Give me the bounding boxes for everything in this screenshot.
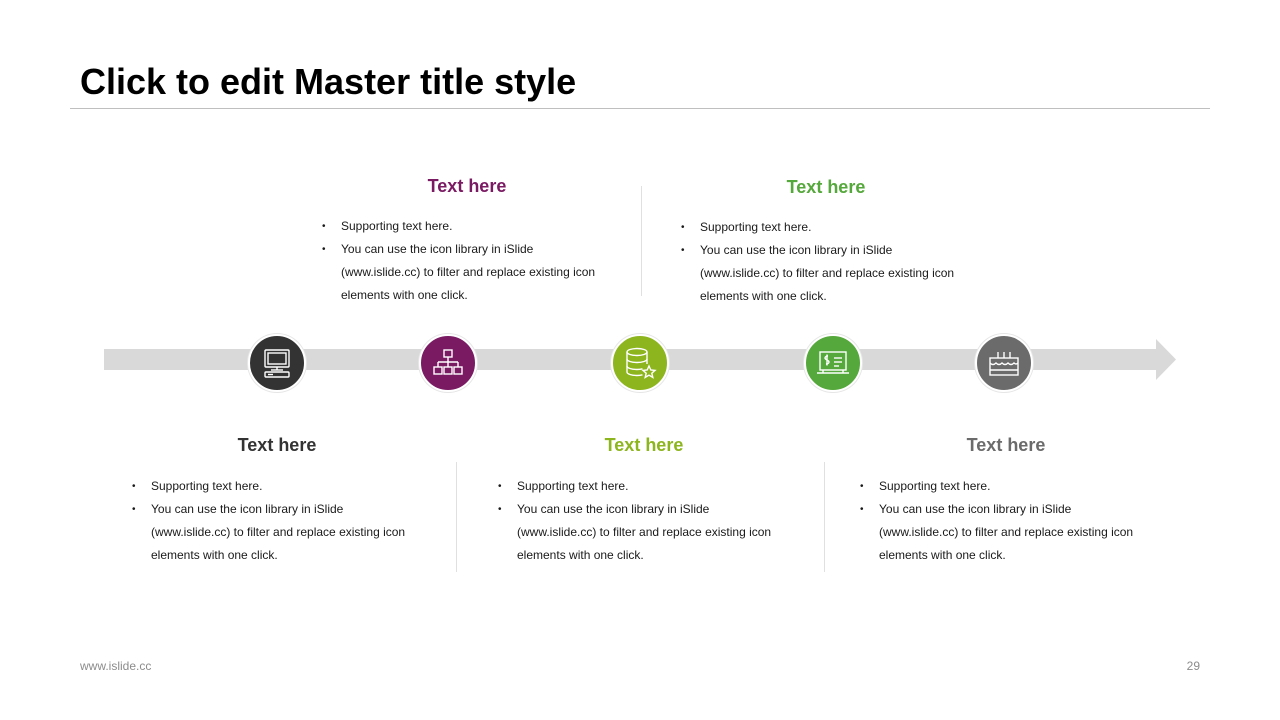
- block-2-bullet-1[interactable]: Supporting text here.: [681, 216, 971, 239]
- block-2-bullet-2[interactable]: You can use the icon library in iSlide (…: [681, 239, 971, 308]
- timeline-node-1[interactable]: [248, 334, 306, 392]
- cake-icon: [989, 352, 1019, 376]
- timeline-node-2[interactable]: [419, 334, 477, 392]
- block-4-bullets: Supporting text here. You can use the ic…: [498, 475, 788, 567]
- title-divider: [70, 108, 1210, 109]
- block-4-bullet-2[interactable]: You can use the icon library in iSlide (…: [498, 498, 788, 567]
- block-4-heading[interactable]: Text here: [604, 435, 684, 455]
- block-5-heading[interactable]: Text here: [966, 435, 1046, 455]
- block-5-bullets: Supporting text here. You can use the ic…: [860, 475, 1150, 567]
- block-3-bullet-1[interactable]: Supporting text here.: [132, 475, 422, 498]
- timeline-node-4[interactable]: [804, 334, 862, 392]
- timeline-arrow-head: [1156, 339, 1176, 380]
- database-star-icon: [626, 347, 657, 379]
- footer-url[interactable]: www.islide.cc: [80, 659, 152, 673]
- top-divider: [641, 186, 642, 296]
- block-4-bullet-1[interactable]: Supporting text here.: [498, 475, 788, 498]
- block-1-bullet-2[interactable]: You can use the icon library in iSlide (…: [322, 238, 612, 307]
- block-2-heading[interactable]: Text here: [786, 177, 866, 197]
- block-3-bullet-2[interactable]: You can use the icon library in iSlide (…: [132, 498, 422, 567]
- hierarchy-icon: [433, 349, 463, 375]
- block-1-heading[interactable]: Text here: [427, 176, 507, 196]
- computer-icon: [264, 349, 290, 378]
- finance-board-icon: [817, 351, 849, 374]
- block-1-bullet-1[interactable]: Supporting text here.: [322, 215, 612, 238]
- bottom-divider-2: [824, 462, 825, 572]
- block-5-bullet-2[interactable]: You can use the icon library in iSlide (…: [860, 498, 1150, 567]
- timeline-node-5[interactable]: [975, 334, 1033, 392]
- block-5-bullet-1[interactable]: Supporting text here.: [860, 475, 1150, 498]
- bottom-divider-1: [456, 462, 457, 572]
- block-2-bullets: Supporting text here. You can use the ic…: [681, 216, 971, 308]
- block-3-bullets: Supporting text here. You can use the ic…: [132, 475, 422, 567]
- slide-title[interactable]: Click to edit Master title style: [80, 61, 577, 102]
- page-number: 29: [1186, 659, 1200, 673]
- timeline-node-3[interactable]: [611, 334, 669, 392]
- block-3-heading[interactable]: Text here: [237, 435, 317, 455]
- block-1-bullets: Supporting text here. You can use the ic…: [322, 215, 612, 307]
